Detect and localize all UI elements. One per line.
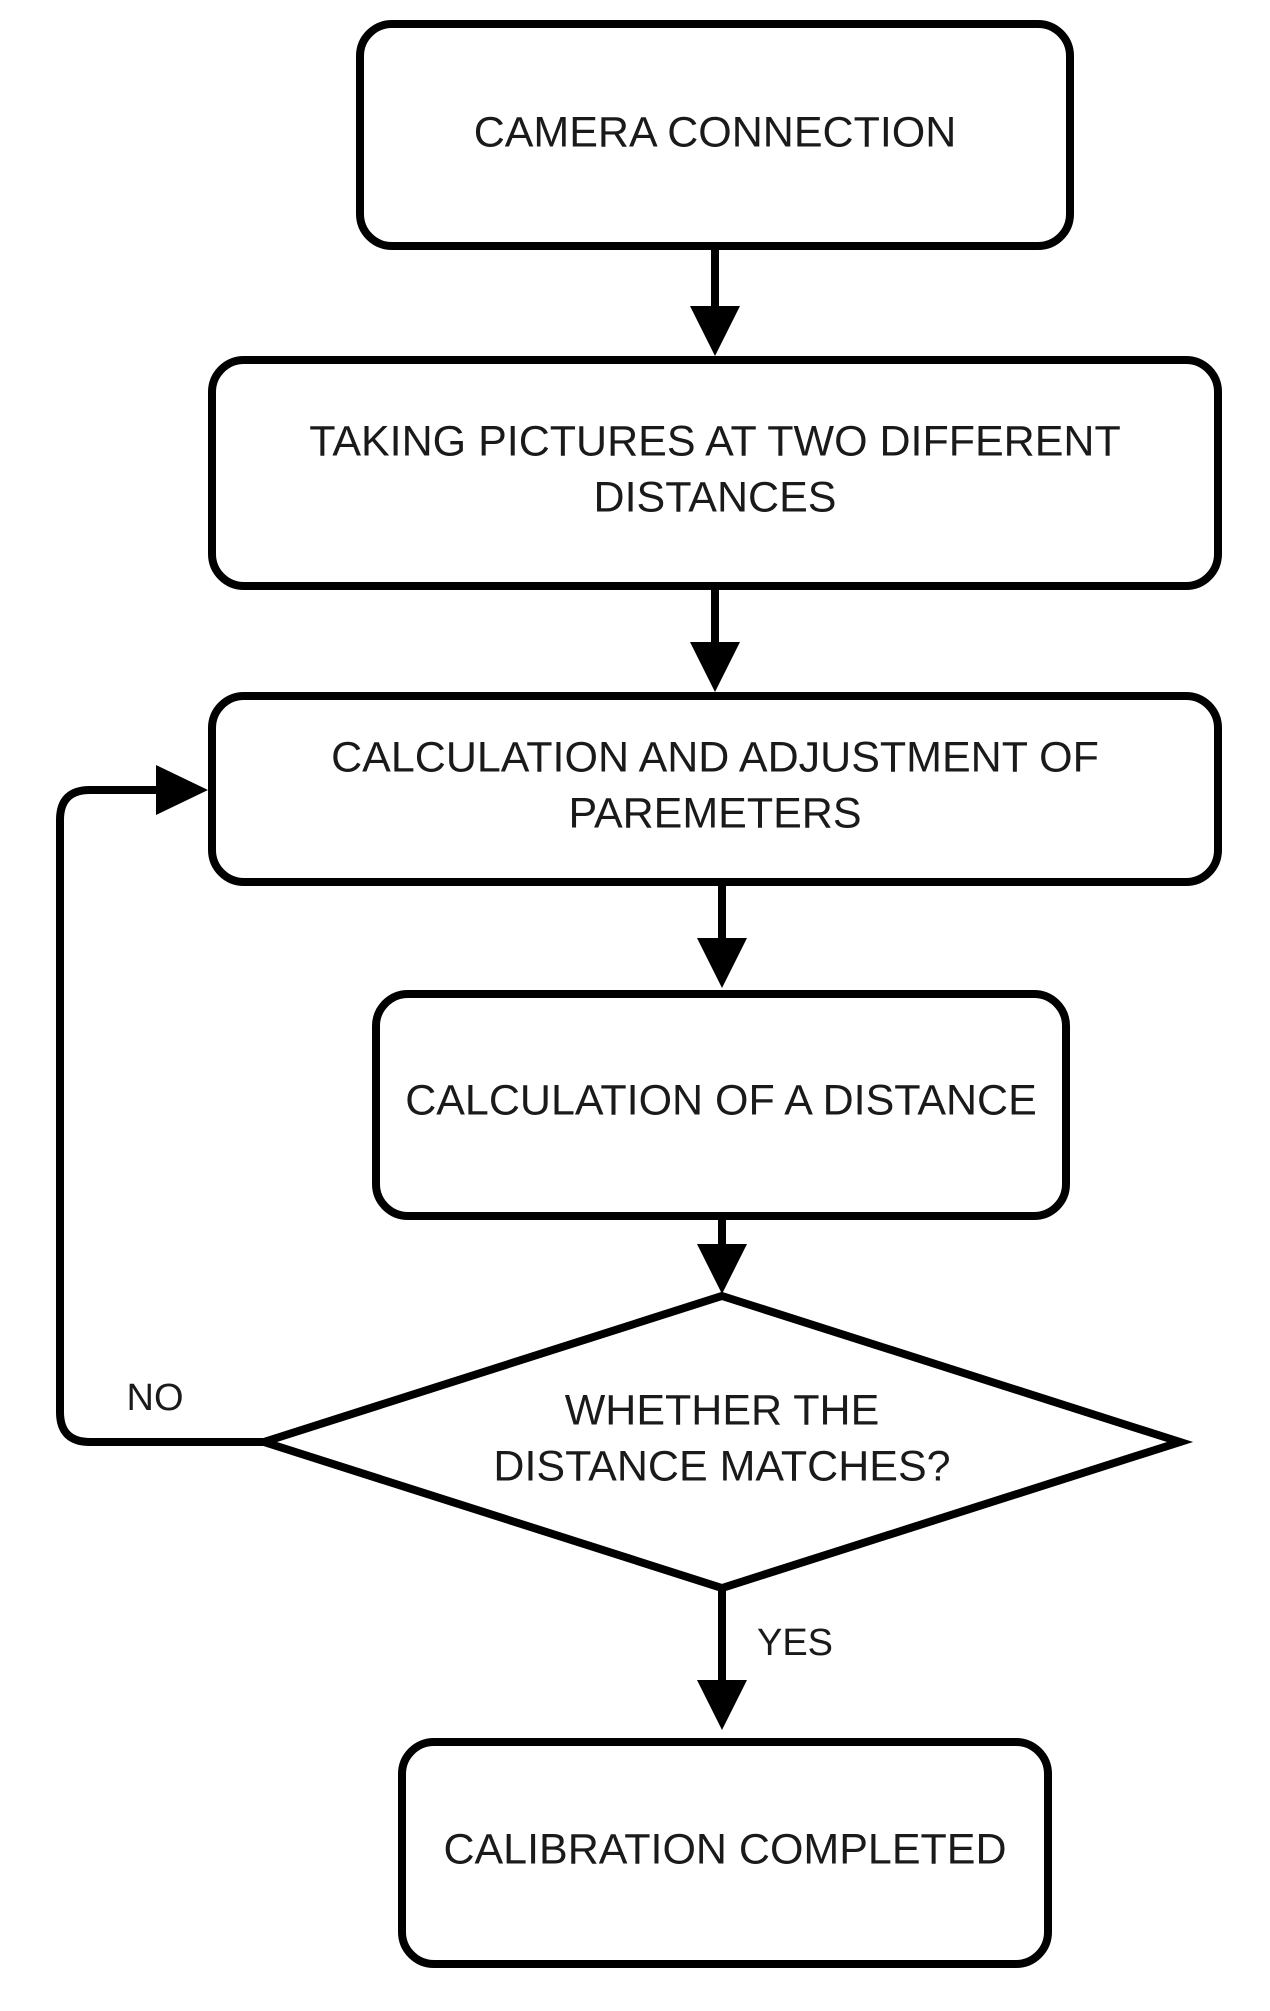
node-taking-pictures-label-line-2: DISTANCES [594,473,837,521]
edge-no-label: NO [127,1377,184,1419]
edge-camera-to-pictures [690,246,740,356]
node-calibration-completed-label: CALIBRATION COMPLETED [443,1825,1006,1873]
edge-calc-adjust-to-calc-distance [697,882,747,988]
node-calibration-completed: CALIBRATION COMPLETED [398,1738,1052,1968]
node-calc-adjust-box [208,692,1222,886]
edge-decision-no-loop-line [56,786,264,1446]
edge-pictures-to-calc-adjust-arrowhead [690,642,740,692]
edge-pictures-to-calc-adjust [690,586,740,692]
edge-decision-no-loop: NO [56,765,264,1446]
node-decision-label-line-2: DISTANCE MATCHES? [493,1442,950,1490]
node-calc-adjust-label-line-2: PAREMETERS [568,789,861,837]
edge-decision-yes-arrowhead [697,1680,747,1730]
node-taking-pictures: TAKING PICTURES AT TWO DIFFERENT DISTANC… [208,356,1222,590]
edge-calc-distance-to-decision-arrowhead [697,1244,747,1294]
node-taking-pictures-label-line-1: TAKING PICTURES AT TWO DIFFERENT [309,417,1120,465]
node-camera-connection: CAMERA CONNECTION [356,20,1074,250]
edge-calc-distance-to-decision [697,1216,747,1294]
node-decision: WHETHER THE DISTANCE MATCHES? [250,1291,1194,1593]
node-calc-distance-label: CALCULATION OF A DISTANCE [405,1076,1037,1124]
node-calibration-completed-box [398,1738,1052,1968]
edge-yes-label: YES [757,1622,833,1664]
node-calc-distance: CALCULATION OF A DISTANCE [372,990,1070,1220]
node-calc-adjust-label-line-1: CALCULATION AND ADJUSTMENT OF [331,733,1099,781]
node-camera-connection-label: CAMERA CONNECTION [474,108,957,156]
edge-decision-no-loop-arrowhead [156,765,208,815]
edge-camera-to-pictures-arrowhead [690,306,740,356]
node-decision-label-line-1: WHETHER THE [565,1386,880,1434]
edge-decision-yes: YES [697,1588,833,1730]
node-calc-adjust: CALCULATION AND ADJUSTMENT OF PAREMETERS [208,692,1222,886]
edge-calc-adjust-to-calc-distance-arrowhead [697,938,747,988]
